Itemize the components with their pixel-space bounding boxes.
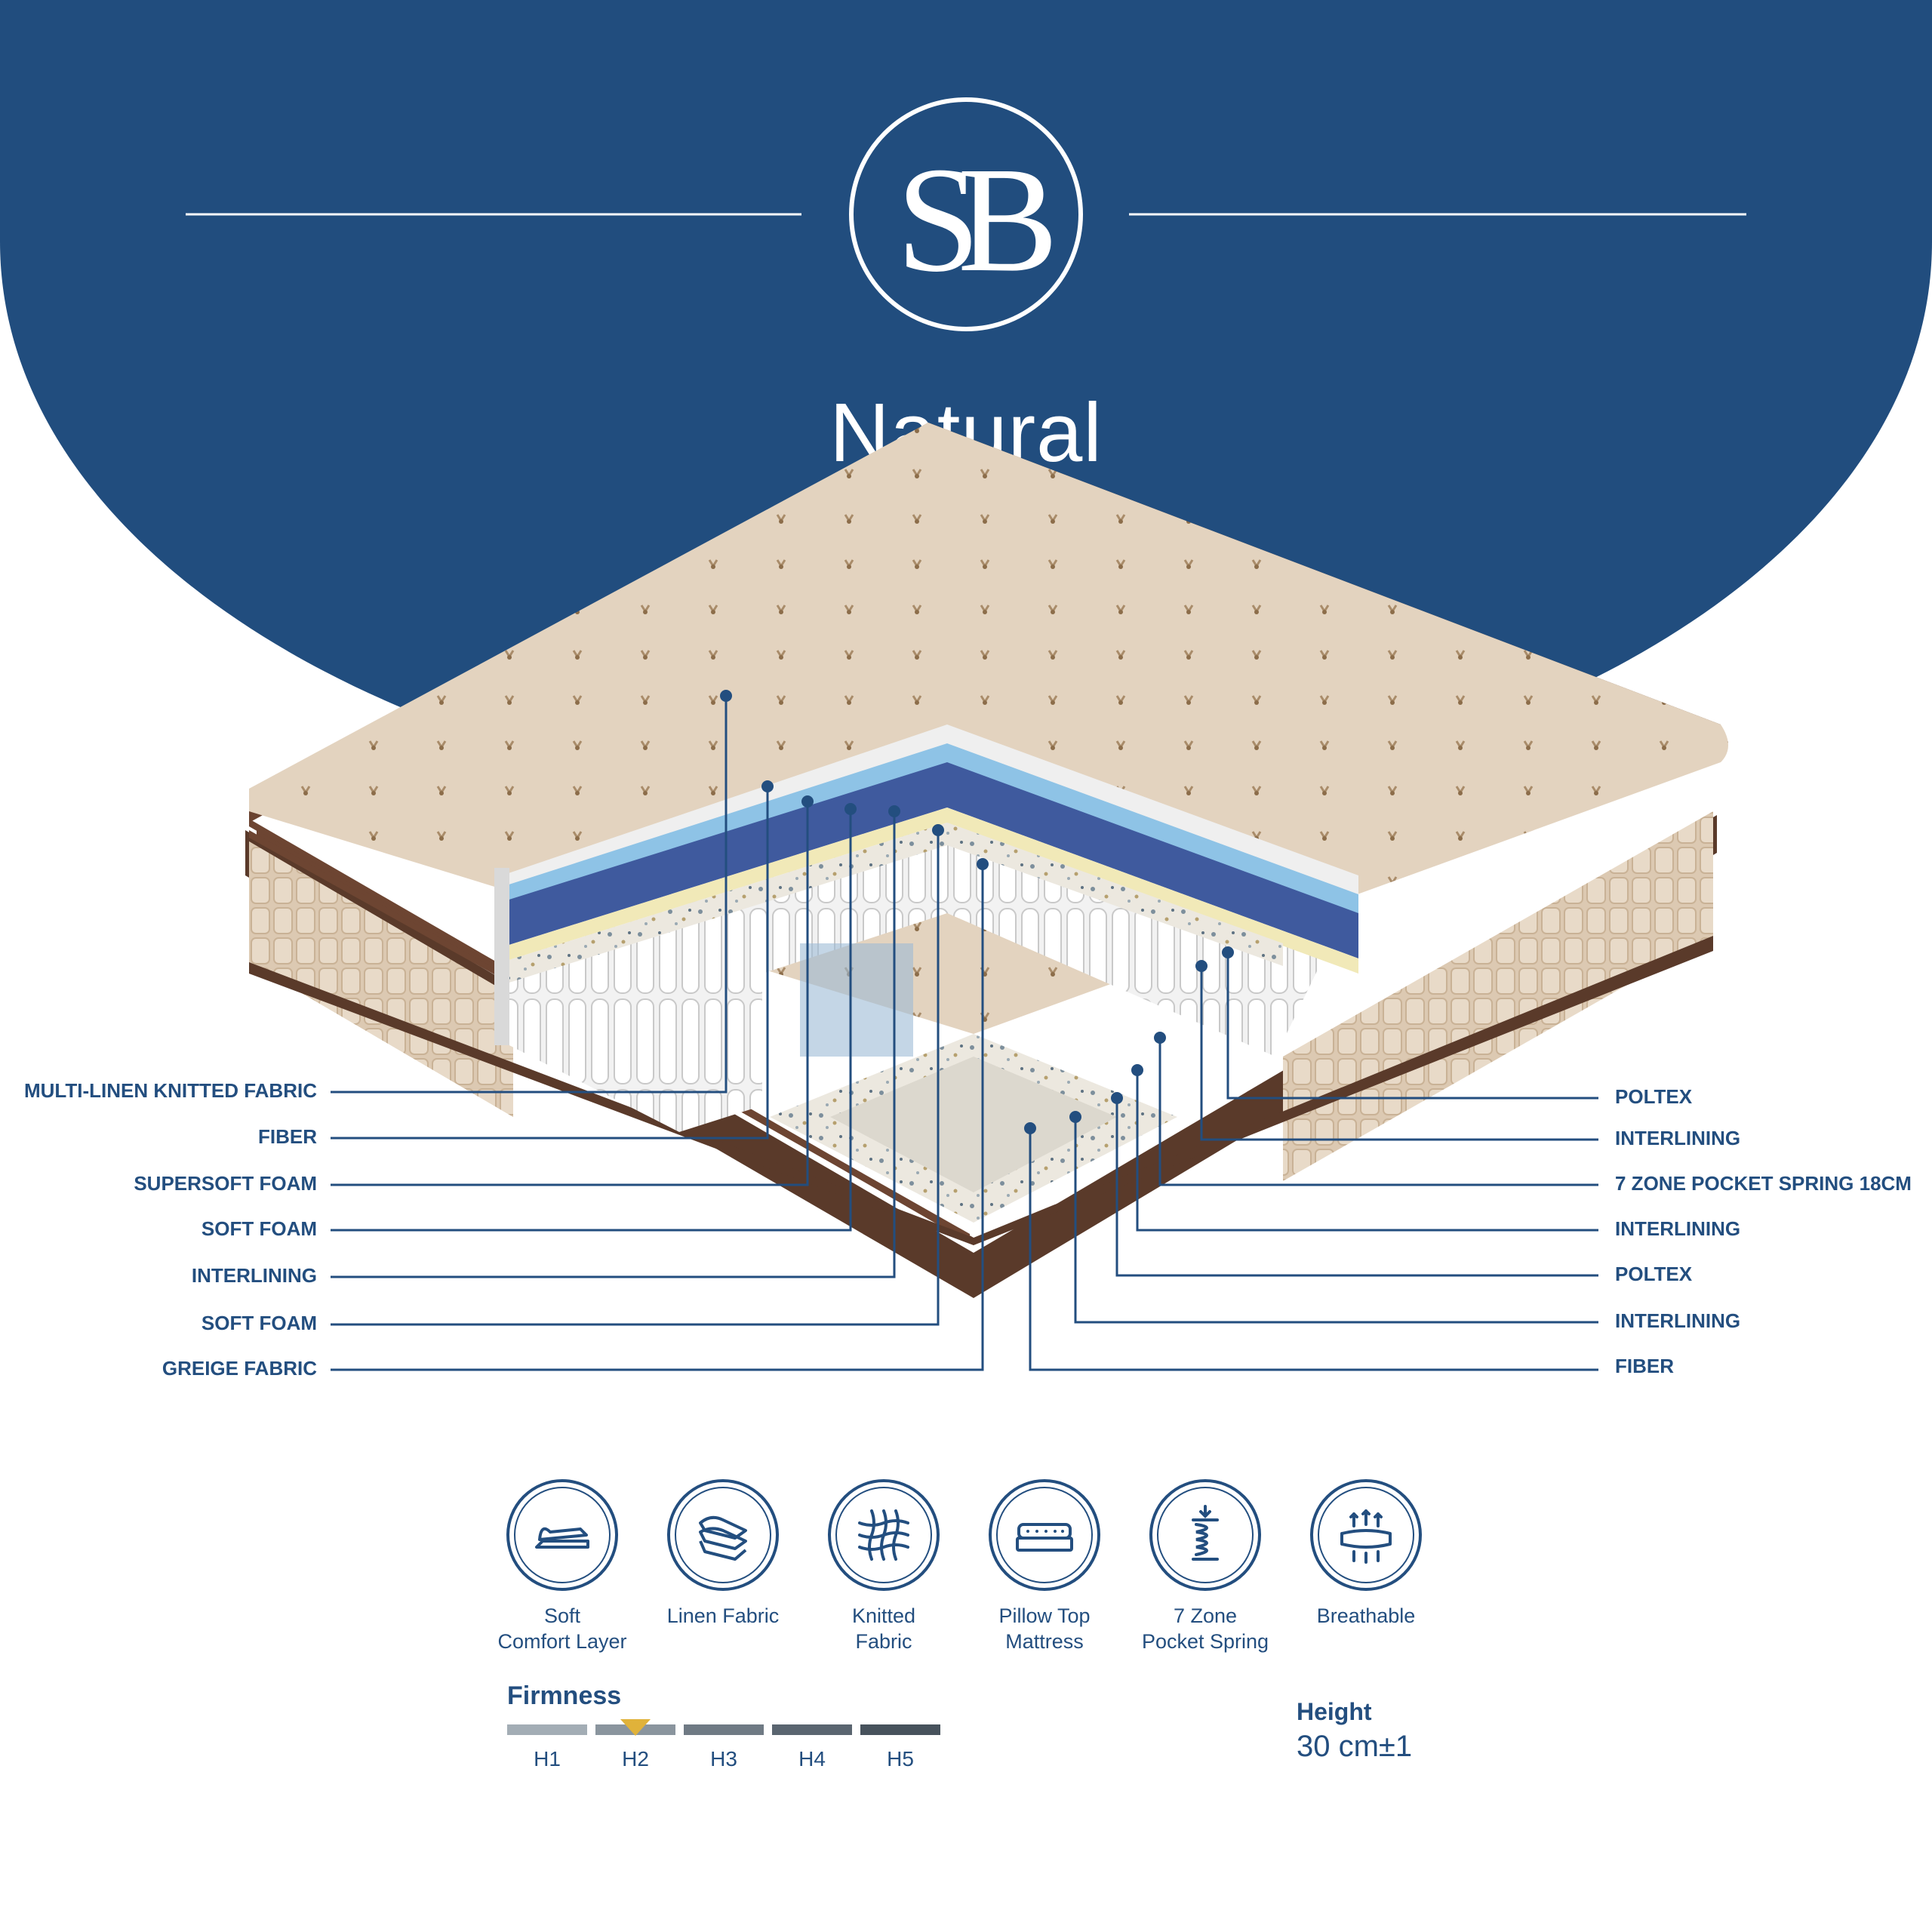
layer-label-right-3: 7 ZONE POCKET SPRING 18CM [1615,1172,1912,1195]
pillow-top-icon [989,1479,1100,1591]
feature-label-line1: Pillow Top [998,1604,1091,1627]
feature-linen-fabric: Linen Fabric [648,1479,798,1629]
soft-layer-icon [506,1479,618,1591]
brand-logo: SB [186,97,1746,331]
feature-label-line2: Fabric [855,1630,912,1653]
layer-label-right-4: INTERLINING [1615,1217,1741,1240]
feature-label-line2: Comfort Layer [497,1630,627,1653]
layer-label-right-2: INTERLINING [1615,1127,1741,1149]
feature-label-line1: Linen Fabric [666,1604,780,1627]
feature-label-line2: Mattress [1005,1630,1084,1653]
layer-label-left-1: MULTI-LINEN KNITTED FABRIC [23,1079,317,1102]
firmness-bar-h4 [772,1724,852,1735]
feature-label-line1: Knitted [851,1604,916,1627]
firmness-bar-h3 [684,1724,764,1735]
layer-label-right-7: FIBER [1615,1355,1674,1377]
layer-label-left-6: SOFT FOAM [201,1312,317,1334]
breathable-icon [1310,1479,1422,1591]
firmness-bar-h5 [860,1724,940,1735]
firmness-bar-h1 [507,1724,587,1735]
layer-label-left-5: INTERLINING [191,1264,317,1287]
firmness-selected-marker-icon [620,1719,651,1736]
layer-label-left-7: GREIGE FABRIC [162,1357,317,1380]
linen-fabric-icon [667,1479,779,1591]
layer-label-right-6: INTERLINING [1615,1309,1741,1332]
feature-label-line1: Breathable [1316,1604,1416,1627]
firmness-label-h3: H3 [710,1747,737,1770]
feature-label-line2: Pocket Spring [1141,1630,1269,1653]
height-value: 30 cm±1 [1297,1730,1413,1763]
layer-label-right-1: POLTEX [1615,1085,1693,1108]
layer-label-left-2: FIBER [258,1125,317,1148]
feature-label-line1: 7 Zone [1173,1604,1238,1627]
feature-label-line1: Soft [543,1604,581,1627]
layer-label-right-5: POLTEX [1615,1263,1693,1285]
feature-breathable: Breathable [1291,1479,1441,1629]
firmness-label-h5: H5 [887,1747,914,1770]
layer-label-left-4: SOFT FOAM [201,1217,317,1240]
knitted-fabric-icon [828,1479,940,1591]
firmness-label-h4: H4 [798,1747,826,1770]
height-title: Height [1297,1698,1372,1725]
firmness-label-h2: H2 [622,1747,649,1770]
pocket-spring-icon [1149,1479,1261,1591]
firmness-label-h1: H1 [534,1747,561,1770]
firmness-title: Firmness [507,1681,622,1710]
layer-label-left-3: SUPERSOFT FOAM [134,1172,317,1195]
